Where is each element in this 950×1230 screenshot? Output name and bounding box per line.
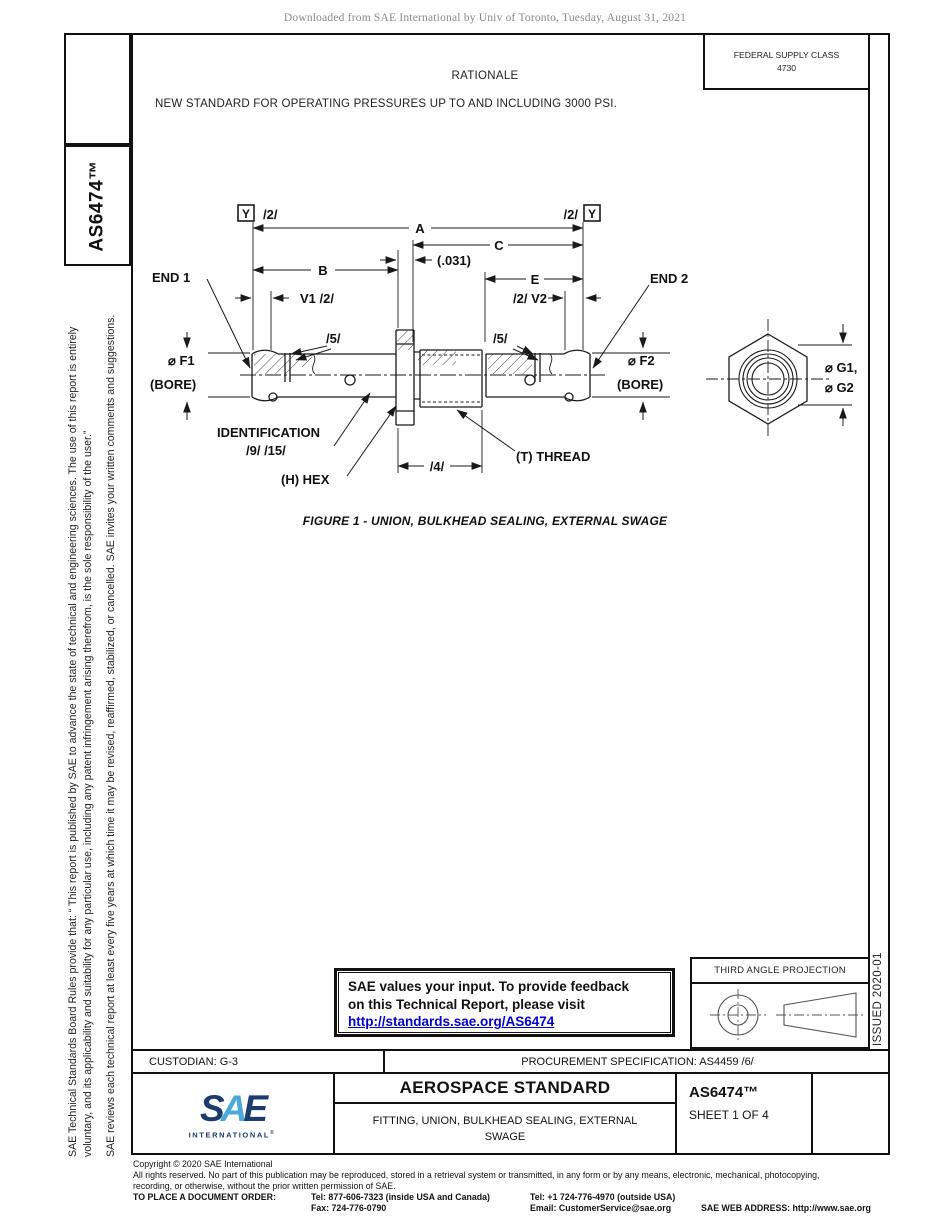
end1-label: END 1 bbox=[152, 270, 190, 285]
thread-label: (T) THREAD bbox=[516, 449, 590, 464]
logo-letter-s: S bbox=[199, 1087, 225, 1129]
order-row-2: Fax: 724-776-0790 Email: CustomerService… bbox=[133, 1203, 923, 1214]
custodian-label: CUSTODIAN: G-3 bbox=[131, 1051, 385, 1072]
doc-code-vertical: AS6474™ bbox=[86, 159, 108, 252]
dim-4-label: /4/ bbox=[430, 459, 445, 474]
leader-lines bbox=[206, 278, 650, 477]
issued-date-vertical: ISSUED 2020-01 bbox=[872, 952, 884, 1046]
sae-logo: SAE bbox=[199, 1087, 268, 1129]
extension-lines bbox=[208, 222, 852, 473]
document-title: FITTING, UNION, BULKHEAD SEALING, EXTERN… bbox=[372, 1114, 638, 1143]
third-angle-projection-box: THIRD ANGLE PROJECTION bbox=[690, 957, 870, 1049]
logo-letter-e: E bbox=[243, 1087, 268, 1129]
third-angle-projection-label: THIRD ANGLE PROJECTION bbox=[692, 959, 868, 984]
f1-label: ⌀ F1 bbox=[168, 353, 195, 368]
flag-2-top-left: /2/ bbox=[263, 207, 278, 222]
feedback-line-1: SAE values your input. To provide feedba… bbox=[348, 979, 630, 994]
registered-mark: ® bbox=[270, 1129, 276, 1136]
doc-type-heading: AEROSPACE STANDARD bbox=[335, 1074, 675, 1104]
title-block: SAE INTERNATIONAL® AEROSPACE STANDARD FI… bbox=[131, 1072, 890, 1155]
flag-2-top-right: /2/ bbox=[564, 207, 579, 222]
dim-b-label: B bbox=[318, 263, 327, 278]
doc-number: AS6474™ bbox=[689, 1084, 759, 1101]
hex-label: (H) HEX bbox=[281, 472, 330, 487]
rights-line-1: All rights reserved. No part of this pub… bbox=[133, 1170, 820, 1180]
identification-flags: /9/ /15/ bbox=[246, 443, 286, 458]
doc-number-cell: AS6474™ SHEET 1 OF 4 bbox=[677, 1074, 813, 1155]
f1-bore-label: (BORE) bbox=[150, 377, 196, 392]
union-fitting-outline bbox=[251, 329, 591, 426]
order-row-1: TO PLACE A DOCUMENT ORDER: Tel: 877-606-… bbox=[133, 1192, 923, 1203]
custodian-row: CUSTODIAN: G-3 PROCUREMENT SPECIFICATION… bbox=[131, 1049, 890, 1074]
federal-supply-class-value: 4730 bbox=[776, 62, 797, 73]
sae-logo-subtext: INTERNATIONAL® bbox=[188, 1129, 276, 1140]
dimension-lines bbox=[183, 224, 847, 470]
figure-1-drawing: Y Y /2/ /2/ A C B E (.031) V1 /2/ /2/ V2… bbox=[150, 204, 857, 487]
figure-caption: FIGURE 1 - UNION, BULKHEAD SEALING, EXTE… bbox=[302, 514, 668, 528]
dim-e-label: E bbox=[531, 272, 540, 287]
sheet-number: SHEET 1 OF 4 bbox=[689, 1108, 769, 1122]
federal-supply-class-box: FEDERAL SUPPLY CLASS 4730 bbox=[703, 33, 870, 90]
web-address: SAE WEB ADDRESS: http://www.sae.org bbox=[701, 1203, 871, 1213]
hex-end-view bbox=[706, 319, 830, 439]
datum-y-right: Y bbox=[588, 207, 596, 221]
g1-label: ⌀ G1, bbox=[825, 360, 857, 375]
feedback-line-2: on this Technical Report, please visit bbox=[348, 996, 585, 1012]
f2-label: ⌀ F2 bbox=[628, 353, 655, 368]
identification-label: IDENTIFICATION bbox=[217, 425, 320, 440]
disclaimer-line-2: voluntary, and its applicability and sui… bbox=[82, 430, 94, 1157]
logo-letter-a: A bbox=[220, 1087, 248, 1129]
procurement-spec-label: PROCUREMENT SPECIFICATION: AS4459 /6/ bbox=[521, 1055, 754, 1068]
federal-supply-class-label: FEDERAL SUPPLY CLASS bbox=[733, 49, 840, 60]
sidebar-empty-cell bbox=[64, 33, 131, 145]
sae-logo-cell: SAE INTERNATIONAL® bbox=[131, 1074, 335, 1155]
third-angle-projection-symbol bbox=[710, 989, 864, 1041]
title-block-empty-cell bbox=[813, 1074, 890, 1155]
rights-line-2: recording, or otherwise, without the pri… bbox=[133, 1181, 396, 1191]
flag-5-right: /5/ bbox=[493, 331, 508, 346]
email: Email: CustomerService@sae.org bbox=[530, 1203, 672, 1213]
copyright-line: Copyright © 2020 SAE International bbox=[133, 1159, 273, 1169]
tel-outside: Tel: +1 724-776-4970 (outside USA) bbox=[530, 1192, 676, 1202]
fax: Fax: 724-776-0790 bbox=[311, 1203, 387, 1213]
disclaimer-line-1: SAE Technical Standards Board Rules prov… bbox=[67, 326, 79, 1157]
title-cell: AEROSPACE STANDARD FITTING, UNION, BULKH… bbox=[335, 1074, 677, 1155]
rationale-body: NEW STANDARD FOR OPERATING PRESSURES UP … bbox=[155, 98, 618, 110]
disclaimer-line-3: SAE reviews each technical report at lea… bbox=[105, 314, 117, 1157]
right-column-divider bbox=[868, 33, 870, 1049]
end2-label: END 2 bbox=[650, 271, 688, 286]
feedback-link[interactable]: http://standards.sae.org/AS6474 bbox=[348, 1014, 555, 1030]
dim-a-label: A bbox=[415, 221, 425, 236]
sheet-border bbox=[131, 33, 890, 1155]
sidebar-doc-code-cell: AS6474™ bbox=[64, 145, 131, 266]
rationale-heading: RATIONALE bbox=[451, 70, 519, 82]
g2-label: ⌀ G2 bbox=[825, 380, 854, 395]
v1-label: V1 /2/ bbox=[300, 291, 334, 306]
section-hatching bbox=[254, 331, 532, 374]
order-label: TO PLACE A DOCUMENT ORDER: bbox=[133, 1192, 276, 1202]
v2-label: /2/ V2 bbox=[513, 291, 547, 306]
feedback-box: SAE values your input. To provide feedba… bbox=[334, 968, 675, 1037]
sidebar-disclaimer: SAE Technical Standards Board Rules prov… bbox=[66, 280, 124, 1157]
datum-y-left: Y bbox=[242, 207, 250, 221]
flag-5-left: /5/ bbox=[326, 331, 341, 346]
datum-y-frames bbox=[237, 204, 601, 222]
download-notice: Downloaded from SAE International by Uni… bbox=[283, 12, 687, 24]
copyright-footer: Copyright © 2020 SAE International All r… bbox=[133, 1159, 923, 1214]
dim-c-label: C bbox=[494, 238, 504, 253]
f2-bore-label: (BORE) bbox=[617, 377, 663, 392]
gap-dim-label: (.031) bbox=[437, 253, 471, 268]
tel-inside: Tel: 877-606-7323 (inside USA and Canada… bbox=[311, 1192, 490, 1202]
